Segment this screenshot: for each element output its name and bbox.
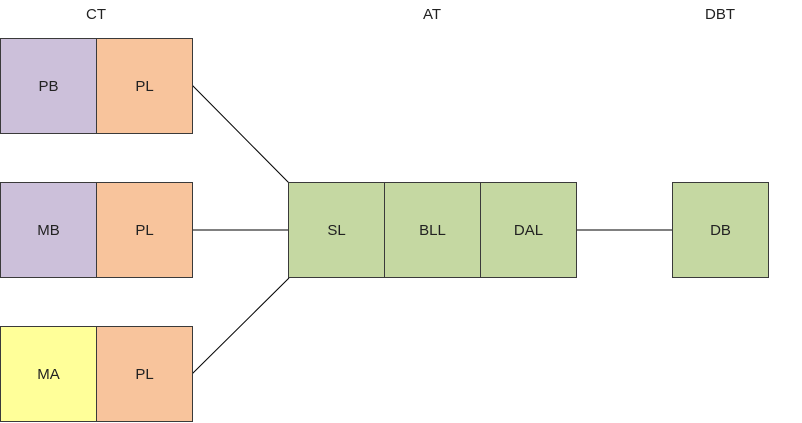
client-2-left-box: MB (0, 182, 97, 278)
client-1-left-box: PB (0, 38, 97, 134)
app-layer-bll: BLL (384, 182, 481, 278)
database-tier-label: DBT (705, 6, 735, 23)
client-tier-label: CT (86, 6, 106, 23)
client-3-left-box: MA (0, 326, 97, 422)
client-1-presentation-box: PL (96, 38, 193, 134)
connector-client-1-to-app (191, 84, 290, 184)
app-layer-dal: DAL (480, 182, 577, 278)
client-3-presentation-box: PL (96, 326, 193, 422)
application-tier-label: AT (422, 6, 442, 23)
connector-client-3-to-app (191, 277, 290, 375)
app-layer-sl: SL (288, 182, 385, 278)
database-box: DB (672, 182, 769, 278)
client-2-presentation-box: PL (96, 182, 193, 278)
